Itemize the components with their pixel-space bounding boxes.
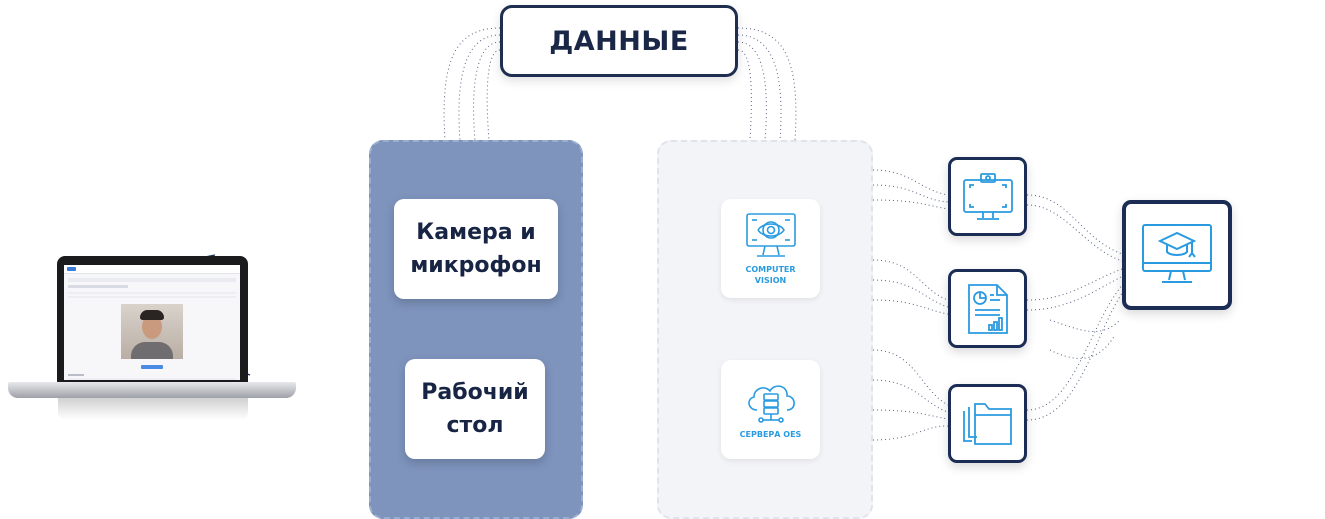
desktop-card: Рабочий стол <box>405 359 545 459</box>
services-panel <box>657 140 873 519</box>
education-monitor-icon <box>1142 224 1212 283</box>
webcam-monitor-card <box>948 157 1027 236</box>
computer-vision-icon <box>745 213 796 257</box>
camera-mic-line2: микрофон <box>410 253 542 278</box>
camera-mic-card: Камера и микрофон <box>394 199 558 299</box>
laptop-base <box>8 382 296 398</box>
laptop-shadow <box>58 398 248 420</box>
screen-header <box>64 265 240 274</box>
report-chart-card <box>948 269 1027 348</box>
camera-mic-line1: Камера и <box>416 220 536 245</box>
oes-servers-card: СЕРВЕРА OES <box>721 360 820 459</box>
data-box: ДАННЫЕ <box>500 5 738 77</box>
education-monitor-card <box>1122 200 1232 310</box>
laptop-screen <box>64 265 240 380</box>
report-chart-icon <box>967 283 1008 334</box>
webcam-preview <box>121 304 183 359</box>
folders-icon <box>962 402 1012 445</box>
computer-vision-card: COMPUTER VISION <box>721 199 820 298</box>
computer-vision-line1: COMPUTER <box>745 265 796 275</box>
folders-card <box>948 384 1027 463</box>
screen-logo <box>67 267 76 271</box>
webcam-monitor-icon <box>962 172 1013 220</box>
oes-servers-label: СЕРВЕРА OES <box>739 430 802 440</box>
desktop-line1: Рабочий <box>421 380 529 405</box>
desktop-line2: стол <box>446 413 504 438</box>
cloud-server-icon <box>747 385 795 424</box>
computer-vision-line2: VISION <box>754 275 787 285</box>
screen-button <box>141 365 163 369</box>
input-panel <box>369 140 583 519</box>
data-box-label: ДАННЫЕ <box>549 25 689 57</box>
